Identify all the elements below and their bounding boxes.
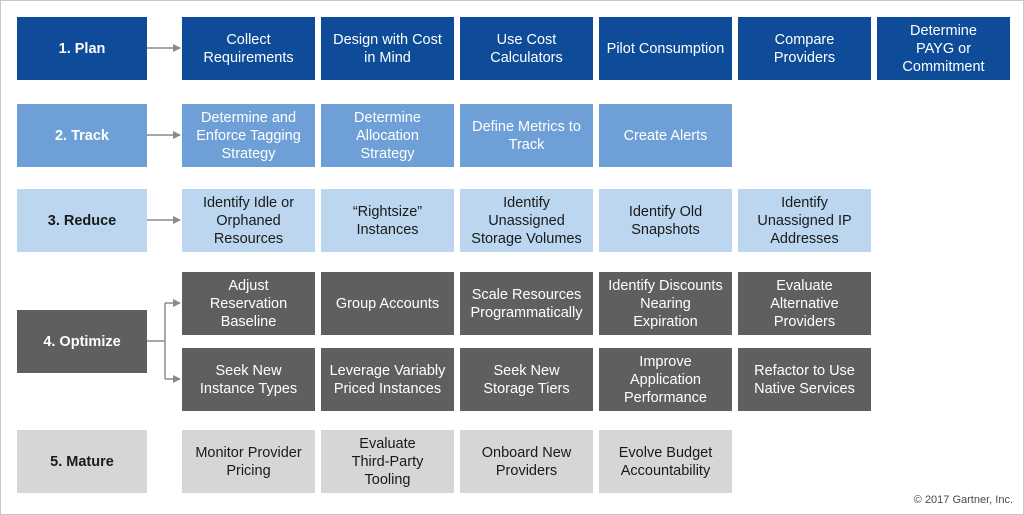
optimize-step: Seek New Instance Types [182,348,315,411]
optimize-step: Identify Discounts Nearing Expiration [599,272,732,335]
mature-step: Evolve Budget Accountability [599,430,732,493]
stage-optimize: 4. Optimize [17,310,147,373]
track-step: Define Metrics to Track [460,104,593,167]
reduce-step: Identify Unassigned IP Addresses [738,189,871,252]
plan-step: Design with Cost in Mind [321,17,454,80]
stage-plan: 1. Plan [17,17,147,80]
mature-step: Evaluate Third-Party Tooling [321,430,454,493]
reduce-step: Identify Unassigned Storage Volumes [460,189,593,252]
track-step: Determine and Enforce Tagging Strategy [182,104,315,167]
plan-step: Pilot Consumption [599,17,732,80]
track-step: Create Alerts [599,104,732,167]
track-step: Determine Allocation Strategy [321,104,454,167]
reduce-step: “Rightsize” Instances [321,189,454,252]
optimize-step: Refactor to Use Native Services [738,348,871,411]
stage-reduce: 3. Reduce [17,189,147,252]
mature-step: Monitor Provider Pricing [182,430,315,493]
plan-step: Collect Requirements [182,17,315,80]
optimize-step: Scale Resources Programmatically [460,272,593,335]
reduce-step: Identify Old Snapshots [599,189,732,252]
plan-step: Determine PAYG or Commitment [877,17,1010,80]
optimize-step: Seek New Storage Tiers [460,348,593,411]
plan-step: Use Cost Calculators [460,17,593,80]
plan-step: Compare Providers [738,17,871,80]
optimize-step: Adjust Reservation Baseline [182,272,315,335]
optimize-step: Improve Application Performance [599,348,732,411]
stage-track: 2. Track [17,104,147,167]
optimize-step: Evaluate Alternative Providers [738,272,871,335]
reduce-step: Identify Idle or Orphaned Resources [182,189,315,252]
copyright-notice: © 2017 Gartner, Inc. [913,494,1013,506]
mature-step: Onboard New Providers [460,430,593,493]
optimize-step: Leverage Variably Priced Instances [321,348,454,411]
optimize-step: Group Accounts [321,272,454,335]
stage-mature: 5. Mature [17,430,147,493]
